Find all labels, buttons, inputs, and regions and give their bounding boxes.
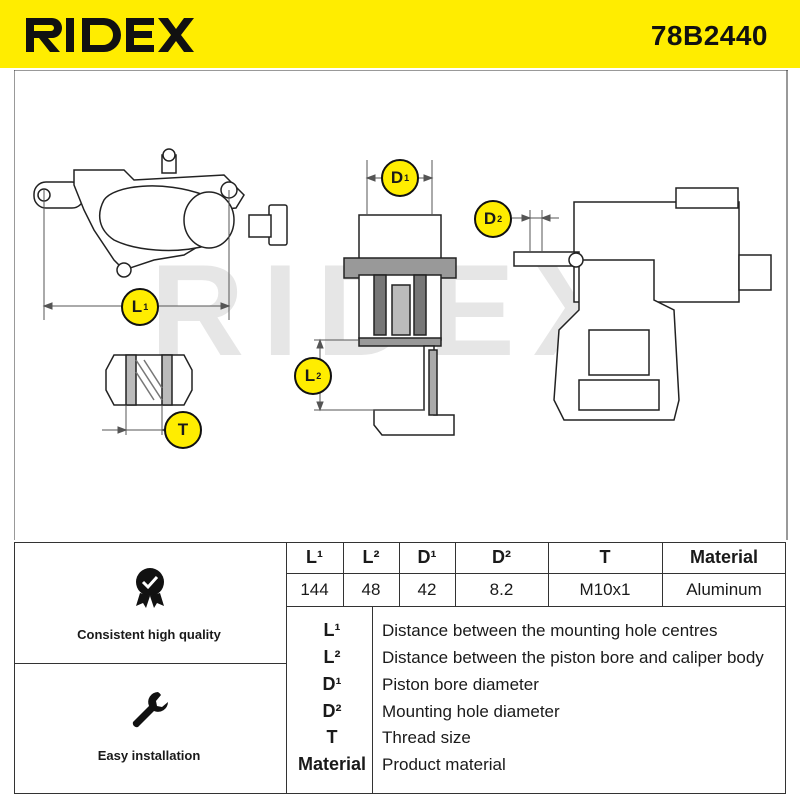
spec-header-material: Material xyxy=(689,547,759,567)
badge-t-letter: T xyxy=(177,420,189,439)
legend-desc-d2: Mounting hole diameter xyxy=(382,702,560,721)
spec-area: Consistent high quality Easy installatio… xyxy=(14,542,786,794)
spec-value-l1: 144 xyxy=(300,580,329,599)
ridex-logo-graphic xyxy=(26,18,194,52)
d2-dimension xyxy=(512,210,559,252)
quality-badge-icon xyxy=(136,568,164,608)
divider xyxy=(455,542,456,606)
caliper-side-view xyxy=(33,148,288,278)
legend-desc-l1: Distance between the mounting hole centr… xyxy=(382,621,718,640)
spec-value-l2: 48 xyxy=(361,580,381,599)
divider xyxy=(662,542,663,606)
badge-d1-sup: 1 xyxy=(404,173,410,183)
divider xyxy=(372,606,373,794)
badge-l2-letter: L xyxy=(304,366,316,385)
divider xyxy=(343,542,344,606)
spec-header-l1: L¹ xyxy=(306,547,323,567)
legend-desc-d1: Piston bore diameter xyxy=(382,675,539,694)
spec-value-material: Aluminum xyxy=(686,580,762,599)
badge-l2-sup: 2 xyxy=(316,371,322,381)
divider xyxy=(14,542,786,543)
badge-l1-letter: L xyxy=(131,297,143,316)
feature-installation-label: Easy installation xyxy=(97,748,201,763)
spec-header-d1: D¹ xyxy=(417,547,437,567)
legend-key-d1: D¹ xyxy=(322,674,342,694)
t-dimension xyxy=(102,405,171,435)
spec-header-l2: L² xyxy=(362,547,380,567)
caliper-front-view xyxy=(513,187,772,421)
caliper-drawing-svg: RIDEX xyxy=(13,69,788,540)
legend-key-l2: L² xyxy=(323,647,341,667)
spec-value-t: M10x1 xyxy=(579,580,631,599)
header-bar: 78B2440 xyxy=(0,0,800,68)
thread-detail-view xyxy=(105,354,193,406)
spec-header-d2: D² xyxy=(492,547,511,567)
divider xyxy=(286,606,786,607)
divider xyxy=(399,542,400,606)
divider xyxy=(286,573,786,574)
wrench-icon xyxy=(132,692,168,728)
divider xyxy=(548,542,549,606)
badge-t: T xyxy=(164,411,202,449)
divider xyxy=(286,542,287,794)
part-number: 78B2440 xyxy=(650,20,768,51)
spec-value-d1: 42 xyxy=(417,580,437,599)
technical-drawing: RIDEX xyxy=(13,69,788,540)
badge-d2-sup: 2 xyxy=(497,214,503,224)
legend-key-t: T xyxy=(326,727,338,747)
spec-value-d2: 8.2 xyxy=(489,580,514,599)
feature-quality-label: Consistent high quality xyxy=(77,627,221,642)
divider xyxy=(14,542,15,794)
badge-d1-letter: D xyxy=(390,168,404,187)
legend-desc-l2: Distance between the piston bore and cal… xyxy=(382,648,764,667)
badge-d2-letter: D xyxy=(483,209,497,228)
badge-l1-sup: 1 xyxy=(143,302,149,312)
legend-key-l1: L¹ xyxy=(323,620,341,640)
legend-key-d2: D² xyxy=(322,701,342,721)
caliper-section-view xyxy=(343,214,457,436)
l1-dimension xyxy=(42,190,231,320)
legend-desc-material: Product material xyxy=(382,755,506,774)
divider xyxy=(14,663,286,664)
spec-header-t: T xyxy=(599,547,611,567)
ridex-logo xyxy=(22,8,197,65)
divider xyxy=(14,793,786,794)
divider xyxy=(785,542,786,794)
legend-desc-t: Thread size xyxy=(382,728,471,747)
legend-key-material: Material xyxy=(297,754,367,774)
